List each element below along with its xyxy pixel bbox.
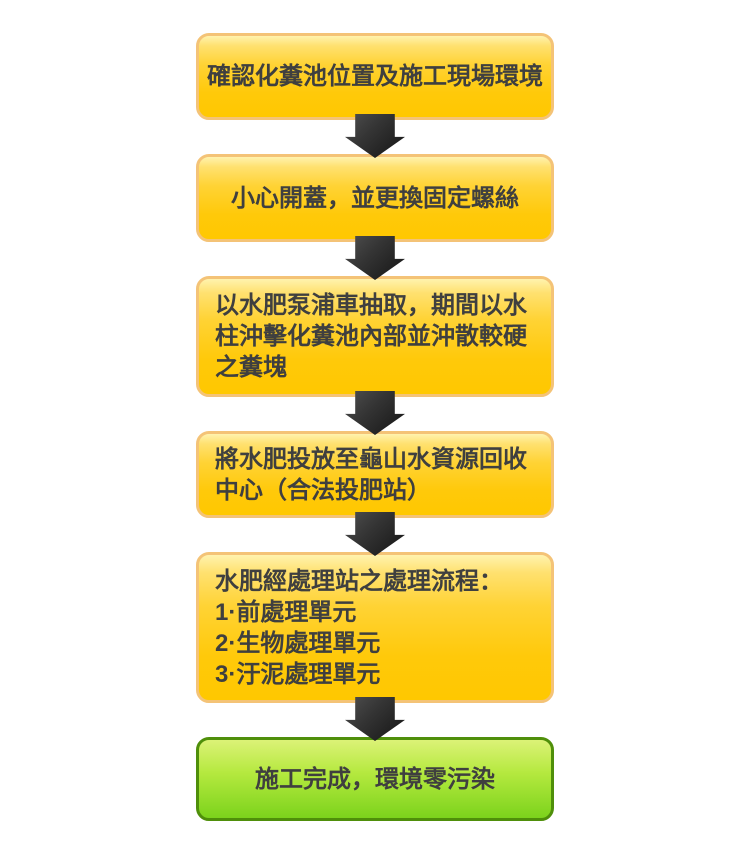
flow-step-2: 小心開蓋，並更換固定螺絲 (196, 154, 554, 242)
step-text: 柱沖擊化糞池內部並沖散較硬 (215, 323, 527, 350)
flow-step-1: 確認化糞池位置及施工現場環境 (196, 33, 554, 120)
step-text: 施工完成，環境零污染 (255, 765, 495, 793)
flowchart: 確認化糞池位置及施工現場環境 小心開蓋，並更換固定螺絲 以水肥泵浦車抽取，期間以… (196, 0, 554, 821)
step-text: 3·汙泥處理單元 (215, 660, 381, 688)
step-text: 將水肥投放至龜山水資源回收 (215, 445, 527, 473)
down-arrow-icon (345, 512, 405, 556)
step-text: 小心開蓋，並更換固定螺絲 (231, 184, 519, 212)
step-text: 水肥經處理站之處理流程： (215, 567, 503, 595)
flow-step-4: 將水肥投放至龜山水資源回收 中心（合法投肥站） (196, 431, 554, 518)
step-text: 之糞塊 (215, 354, 287, 381)
down-arrow-icon (345, 236, 405, 280)
down-arrow-icon (345, 697, 405, 741)
flow-step-3: 以水肥泵浦車抽取，期間以水 柱沖擊化糞池內部並沖散較硬 之糞塊 (196, 276, 554, 397)
step-text: 確認化糞池位置及施工現場環境 (207, 63, 543, 90)
step-text: 2·生物處理單元 (215, 629, 381, 657)
flow-step-6: 施工完成，環境零污染 (196, 737, 554, 821)
step-text: 以水肥泵浦車抽取，期間以水 (215, 292, 527, 319)
flow-step-5: 水肥經處理站之處理流程： 1·前處理單元 2·生物處理單元 3·汙泥處理單元 (196, 552, 554, 703)
down-arrow-icon (345, 391, 405, 435)
step-text: 中心（合法投肥站） (215, 476, 431, 504)
step-text: 1·前處理單元 (215, 598, 357, 626)
down-arrow-icon (345, 114, 405, 158)
